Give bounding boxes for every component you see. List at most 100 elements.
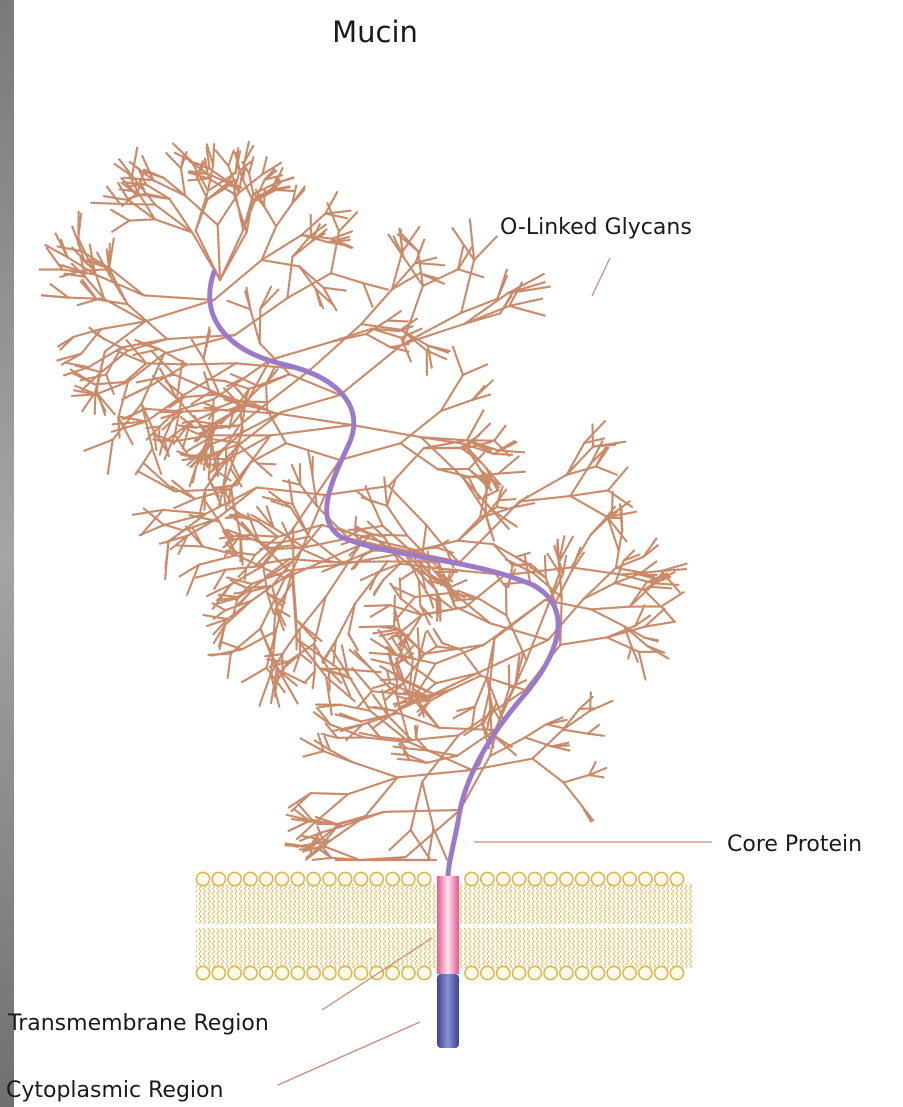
glycan-segment (516, 553, 531, 558)
cytoplasmic-segment (437, 974, 459, 1048)
glycan-segment (164, 525, 183, 531)
glycan-segment (91, 203, 120, 204)
lipid-head (291, 966, 304, 979)
glycan-segment (129, 219, 155, 220)
lipid-head (228, 966, 241, 979)
glycan-segment (440, 599, 452, 608)
glycan-segment (349, 634, 359, 651)
glycan-segment (396, 664, 397, 695)
glycan-segment (243, 412, 282, 432)
glycan-segment (329, 670, 330, 690)
glycan-segment (145, 300, 214, 322)
glycan-segment (349, 649, 370, 667)
glycan-segment (266, 384, 267, 410)
glycan-segment (258, 464, 276, 465)
lipid-head (655, 966, 668, 979)
glycan-segment (78, 300, 97, 306)
glycan-segment (363, 283, 388, 289)
glycan-segment (72, 394, 96, 396)
lipid-head (307, 966, 320, 979)
lipid-head (481, 872, 494, 885)
lipid-head (639, 872, 652, 885)
glycan-segment (185, 394, 220, 397)
glycan-segment (249, 157, 253, 173)
glycan-segment (331, 329, 372, 342)
glycan-segment (441, 375, 463, 411)
lipid-head (386, 872, 399, 885)
glycan-segment (371, 535, 408, 536)
glycan-segment (525, 737, 552, 746)
lipid-head (560, 872, 573, 885)
glycan-segment (564, 783, 583, 807)
glycan-segment (387, 311, 401, 320)
glycan-segment (271, 425, 353, 435)
lipid-head (576, 966, 589, 979)
glycan-segment (262, 260, 300, 266)
glycan-segment (314, 644, 315, 671)
glycan-segment (661, 592, 683, 606)
glycan-segment (218, 193, 239, 225)
glycan-segment (58, 247, 82, 252)
glycan-segment (260, 309, 261, 344)
glycan-segment (433, 828, 447, 860)
glycan-segment (415, 726, 416, 738)
lipid-head (402, 872, 415, 885)
glycan-segment (498, 457, 518, 474)
glycan-segment (612, 492, 613, 514)
lipid-head (670, 966, 683, 979)
glycan-segment (478, 640, 549, 673)
glycan-segment (361, 497, 387, 506)
lipid-head (497, 872, 510, 885)
glycan-segment (129, 200, 155, 219)
lipid-head (402, 966, 415, 979)
lipid-head (323, 872, 336, 885)
glycan-segment (325, 211, 350, 214)
glycan-segment (563, 555, 566, 575)
glycan-segment (213, 144, 214, 165)
glycan-segment (300, 629, 301, 654)
glycan-segment (545, 556, 546, 578)
glycans-leader-line (592, 258, 610, 296)
glycan-segment (81, 282, 97, 300)
glycan-segment (509, 306, 544, 316)
lipid-head (465, 872, 478, 885)
glycan-segment (242, 668, 267, 682)
lipid-head (576, 872, 589, 885)
glycan-segment (216, 150, 229, 166)
lipid-head (196, 966, 209, 979)
lipid-head (465, 966, 478, 979)
glycan-segment (458, 518, 480, 541)
glycan-segment (532, 759, 563, 783)
lipid-head (623, 872, 636, 885)
glycan-segment (560, 597, 561, 644)
glycans-label: O-Linked Glycans (500, 215, 692, 240)
glycan-segment (479, 598, 507, 615)
glycan-segment (428, 346, 432, 369)
glycan-segment (570, 490, 608, 496)
glycan-segment (132, 148, 137, 176)
glycan-segment (527, 606, 548, 660)
glycan-segment (260, 674, 271, 706)
glycan-segment (615, 583, 644, 590)
glycan-segment (264, 206, 276, 226)
lipid-head (623, 966, 636, 979)
glycan-segment (312, 858, 331, 860)
glycan-segment (237, 462, 251, 485)
glycan-segment (434, 673, 478, 694)
lipid-head (591, 966, 604, 979)
glycan-segment (436, 673, 478, 683)
glycan-segment (608, 517, 619, 550)
lipid-head (260, 872, 273, 885)
glycan-segment (108, 440, 113, 475)
glycan-segment (607, 637, 639, 652)
lipid-head (544, 966, 557, 979)
glycan-segment (325, 214, 348, 219)
glycan-segment (199, 555, 237, 565)
glycan-segment (453, 347, 463, 375)
o-linked-glycans (39, 142, 688, 860)
glycan-segment (204, 427, 218, 428)
glycan-segment (185, 196, 218, 225)
glycan-segment (245, 569, 246, 580)
core-protein-label: Core Protein (727, 832, 862, 857)
glycan-segment (258, 464, 272, 477)
